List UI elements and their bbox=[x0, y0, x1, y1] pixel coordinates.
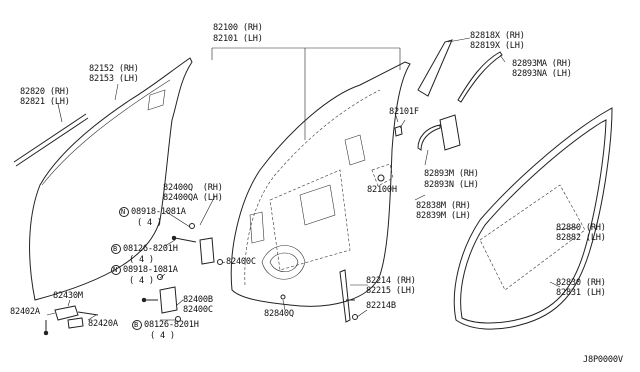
label-82214: 82214 (RH) bbox=[366, 276, 416, 286]
label-82839m: 82839M (LH) bbox=[416, 211, 471, 221]
diagram-code: J8P0000V bbox=[583, 355, 623, 365]
label-82214b: 82214B bbox=[366, 301, 396, 311]
label-82882: 82882 (LH) bbox=[556, 233, 606, 243]
label-82838m: 82838M (RH) bbox=[416, 201, 471, 211]
part-82100h-grommet bbox=[371, 163, 394, 187]
callout-b-circle bbox=[111, 244, 121, 254]
part-82893m-molding bbox=[417, 124, 441, 151]
label-82821: 82821 (LH) bbox=[20, 97, 70, 107]
label-82893m: 82893M (RH) bbox=[424, 169, 479, 179]
label-b-qty-2: ( 4 ) bbox=[150, 331, 175, 341]
symbol-b: B bbox=[113, 245, 118, 253]
label-82153: 82153 (LH) bbox=[89, 74, 139, 84]
label-n-qty-2: ( 4 ) bbox=[129, 276, 154, 286]
label-b-08126-8201h-2: 08126-8201H bbox=[144, 320, 199, 330]
label-n-qty: ( 4 ) bbox=[137, 218, 162, 228]
label-82819x: 82819X (LH) bbox=[470, 41, 525, 51]
label-82400c: 82400C bbox=[226, 257, 256, 267]
part-82818x-glass bbox=[417, 39, 453, 97]
part-82430m-check-link bbox=[54, 305, 79, 321]
label-82893na: 82893NA (LH) bbox=[512, 69, 572, 79]
part-82152-door-panel bbox=[29, 57, 193, 301]
label-82100h: 82100H bbox=[367, 185, 397, 195]
label-82152: 82152 (RH) bbox=[89, 64, 139, 74]
label-82215: 82215 (LH) bbox=[366, 286, 416, 296]
label-82831: 82831 (LH) bbox=[556, 288, 606, 298]
label-82830: 82830 (RH) bbox=[556, 278, 606, 288]
part-82830-weatherstrip bbox=[453, 107, 613, 330]
bolt-icon bbox=[43, 235, 197, 336]
label-82400c-2: 82400C bbox=[183, 305, 213, 315]
part-82893ma-molding bbox=[457, 51, 503, 103]
part-82880-sealing-screen bbox=[479, 184, 586, 291]
hinge-icon bbox=[159, 237, 215, 314]
label-b-qty: ( 4 ) bbox=[129, 255, 154, 265]
label-82430m: 82430M bbox=[53, 291, 83, 301]
label-82101f: 82101F bbox=[389, 107, 419, 117]
label-82893n: 82893N (LH) bbox=[424, 180, 479, 190]
label-82880: 82880 (RH) bbox=[556, 223, 606, 233]
label-n-08918-1081a-2: 08918-1081A bbox=[123, 265, 178, 275]
label-82400b: 82400B bbox=[183, 295, 213, 305]
label-b-08126-8201h: 08126-8201H bbox=[123, 244, 178, 254]
label-82100: 82100 (RH) bbox=[213, 23, 263, 33]
nut-icon bbox=[157, 223, 286, 322]
label-n-08918-1081a: 08918-1081A bbox=[131, 207, 186, 217]
callout-n-circle bbox=[119, 207, 129, 217]
symbol-n: N bbox=[121, 208, 126, 216]
label-82101: 82101 (LH) bbox=[213, 34, 263, 44]
label-82402a: 82402A bbox=[10, 307, 40, 317]
label-82818x: 82818X (RH) bbox=[470, 31, 525, 41]
label-82820: 82820 (RH) bbox=[20, 87, 70, 97]
label-82893ma: 82893MA (RH) bbox=[512, 59, 572, 69]
screw-icon bbox=[339, 269, 358, 323]
part-82838m-seal bbox=[439, 114, 461, 151]
symbol-n-2: N bbox=[113, 266, 118, 274]
label-82400q: 82400Q (RH) bbox=[163, 183, 223, 193]
symbol-b-2: B bbox=[134, 321, 139, 329]
callout-n-circle-2 bbox=[111, 265, 121, 275]
part-82820-weatherstrip bbox=[13, 113, 89, 167]
label-82400qa: 82400QA (LH) bbox=[163, 193, 223, 203]
label-82840q: 82840Q bbox=[264, 309, 294, 319]
part-82100-door-assembly bbox=[230, 61, 411, 307]
part-82101f-clip bbox=[394, 125, 403, 137]
callout-b-circle-2 bbox=[132, 320, 142, 330]
label-82420a: 82420A bbox=[88, 319, 118, 329]
